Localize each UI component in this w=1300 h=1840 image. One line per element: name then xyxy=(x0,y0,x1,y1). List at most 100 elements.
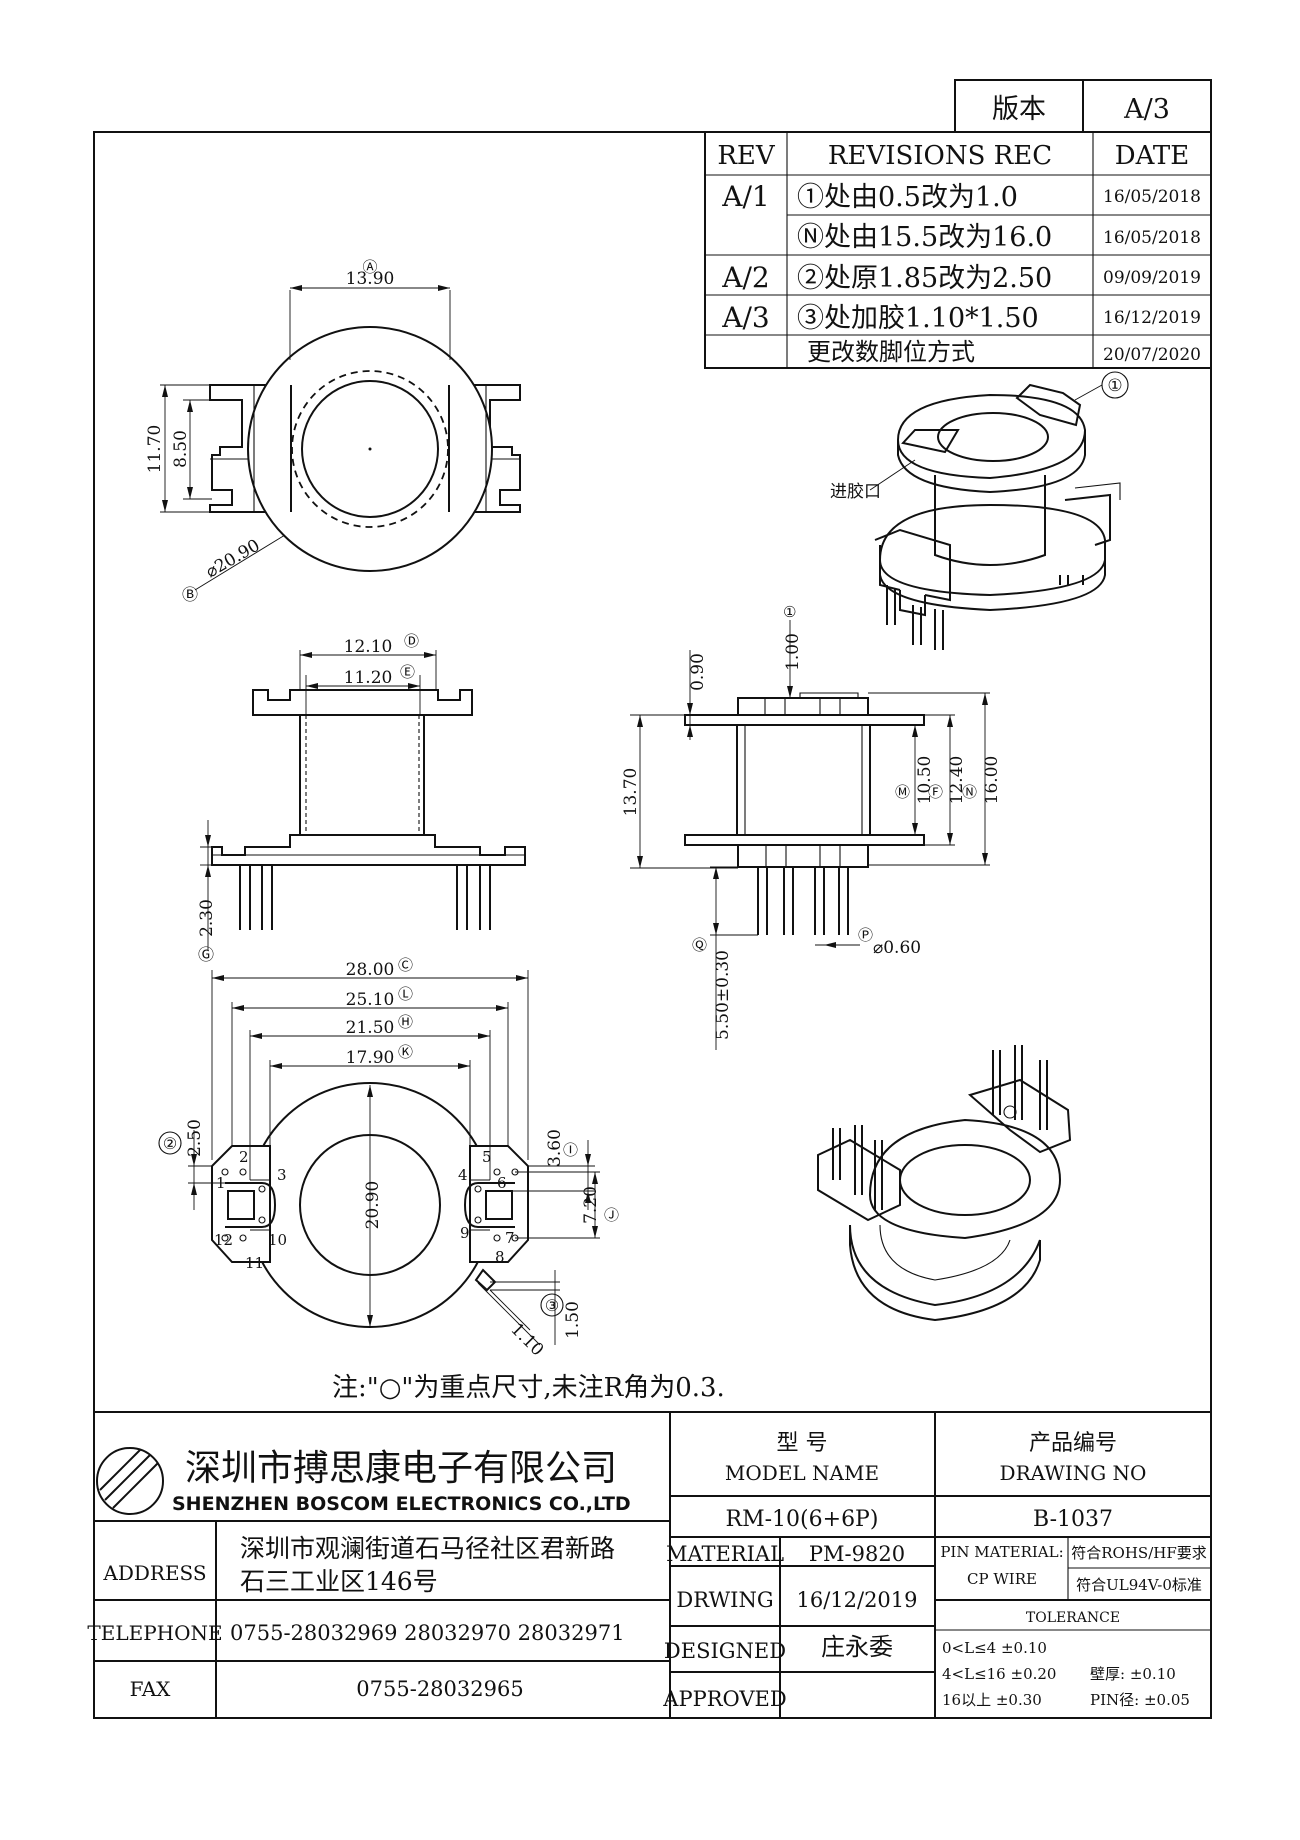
company-name-en: SHENZHEN BOSCOM ELECTRONICS CO.,LTD xyxy=(172,1493,631,1515)
callout-1: ① xyxy=(1107,376,1122,396)
pin-label: 12 xyxy=(214,1231,233,1249)
dim-center: 20.90 xyxy=(363,1181,383,1230)
iso-view-top: ① 进胶口 xyxy=(830,371,1129,650)
dim-g: 2.30 xyxy=(197,899,217,937)
pin-label: 8 xyxy=(495,1248,505,1266)
rev-text: Ⓝ处由15.5改为16.0 xyxy=(797,222,1052,253)
dim-i: 1.00 xyxy=(783,633,803,671)
rev-date: 16/05/2018 xyxy=(1103,187,1201,207)
dim-a: 13.90 xyxy=(346,269,395,289)
tag-m: Ⓜ xyxy=(895,783,910,801)
iso-view-bottom xyxy=(817,1045,1072,1322)
top-view: 13.90 Ⓐ 11.70 8.50 ⌀20.90 Ⓑ xyxy=(145,258,521,604)
version-box: 版本 A/3 xyxy=(954,79,1212,133)
drawing-note: 注:"○"为重点尺寸,未注R角为0.3. xyxy=(332,1373,725,1403)
tag-p: Ⓟ xyxy=(858,926,873,944)
telephone-value: 0755-28032969 28032970 28032971 xyxy=(230,1621,625,1645)
pin-material-label: PIN MATERIAL: xyxy=(940,1543,1063,1561)
tag-q: Ⓠ xyxy=(692,936,707,954)
address-label: ADDRESS xyxy=(102,1561,206,1585)
revisions-table: REV REVISIONS REC DATE A/1 ①处由0.5改为1.0 1… xyxy=(704,131,1212,369)
tag-l: Ⓛ xyxy=(398,985,413,1003)
dim-d: 12.10 xyxy=(344,637,393,657)
pin-material-value: CP WIRE xyxy=(967,1570,1037,1588)
pin-label: 4 xyxy=(458,1166,468,1184)
material-label: MATERIAL xyxy=(666,1542,784,1566)
tolerance-label: TOLERANCE xyxy=(1026,1610,1120,1626)
rev-text: 更改数脚位方式 xyxy=(807,338,975,366)
pin-label: 7 xyxy=(505,1229,515,1247)
model-cn-label: 型 号 xyxy=(777,1431,828,1456)
dim-c: 28.00 xyxy=(346,960,395,980)
tag-f: Ⓕ xyxy=(928,783,943,801)
pin-label: 3 xyxy=(277,1166,287,1184)
rohs-compliance: 符合ROHS/HF要求 xyxy=(1071,1544,1207,1562)
rev-text: ①处由0.5改为1.0 xyxy=(797,182,1018,213)
rev-date: 16/12/2019 xyxy=(1103,308,1201,328)
tag-n: Ⓝ xyxy=(962,783,977,801)
dim-total: 13.70 xyxy=(621,768,641,817)
company-name-cn: 深圳市搏思康电子有限公司 xyxy=(185,1448,617,1489)
company-logo xyxy=(96,1447,164,1515)
drwing-value: 16/12/2019 xyxy=(796,1588,917,1612)
fax-label: FAX xyxy=(130,1677,172,1701)
tag-g: Ⓖ xyxy=(198,945,214,964)
rev-text: ②处原1.85改为2.50 xyxy=(797,263,1052,294)
rec-header: REVISIONS REC xyxy=(828,141,1052,171)
tag-d: Ⓓ xyxy=(404,632,419,650)
rev-date: 20/07/2020 xyxy=(1103,345,1201,365)
side-view: 12.10 Ⓓ 11.20 Ⓔ 2.30 Ⓖ xyxy=(197,632,526,964)
dim-3a: 1.10 xyxy=(506,1319,547,1360)
dim-n: 16.00 xyxy=(982,756,1002,805)
bottom-view: 1 2 3 4 5 6 7 8 9 10 11 12 28.00 Ⓒ 25.10… xyxy=(158,956,619,1360)
glue-port-label: 进胶口 xyxy=(830,482,881,502)
pin-label: 6 xyxy=(497,1174,507,1192)
drawing-cn-label: 产品编号 xyxy=(1029,1431,1117,1456)
pin-label: 5 xyxy=(482,1148,492,1166)
material-value: PM-9820 xyxy=(809,1542,905,1566)
drawing-frame xyxy=(93,131,1212,1719)
dim-k: 17.90 xyxy=(346,1048,395,1068)
ul-compliance: 符合UL94V-0标准 xyxy=(1076,1576,1202,1594)
front-view: 1.00 ① 0.90 13.70 10.50 Ⓜ 12.40 Ⓕ 16.00 … xyxy=(621,603,1002,1050)
dim-2: 2.50 xyxy=(185,1119,205,1157)
tag-e: Ⓔ xyxy=(400,663,415,681)
dim-p: ⌀0.60 xyxy=(873,938,921,958)
dim-1: 3.60 xyxy=(545,1129,565,1167)
telephone-label: TELEPHONE xyxy=(87,1621,222,1645)
dim-height-inner: 8.50 xyxy=(171,430,191,468)
dim-height-outer: 11.70 xyxy=(145,425,165,474)
address-line2: 石三工业区146号 xyxy=(240,1567,438,1596)
pin-label: 10 xyxy=(268,1231,287,1249)
tag-2: ② xyxy=(163,1134,177,1153)
tag-j: Ⓙ xyxy=(604,1206,619,1224)
fax-value: 0755-28032965 xyxy=(356,1677,523,1701)
rev-date: 16/05/2018 xyxy=(1103,228,1201,248)
rev-cell: A/1 xyxy=(721,180,769,213)
wall-tolerance: 壁厚: ±0.10 xyxy=(1090,1665,1176,1683)
rev-cell: A/3 xyxy=(721,301,769,334)
pin-dia-tolerance: PIN径: ±0.05 xyxy=(1090,1691,1190,1709)
tag-b: Ⓑ xyxy=(182,585,198,604)
dim-m: 10.50 xyxy=(915,756,935,805)
model-label: MODEL NAME xyxy=(725,1461,879,1485)
tolerance-row1: 0<L≤4 ±0.10 xyxy=(942,1639,1047,1657)
tolerance-row3: 16以上 ±0.30 xyxy=(942,1691,1042,1709)
drwing-label: DRWING xyxy=(676,1588,773,1612)
title-block: 深圳市搏思康电子有限公司 SHENZHEN BOSCOM ELECTRONICS… xyxy=(87,1411,1211,1718)
dim-f: 12.40 xyxy=(947,756,967,805)
approved-label: APPROVED xyxy=(662,1687,786,1711)
dim-b: ⌀20.90 xyxy=(203,536,264,583)
date-header: DATE xyxy=(1115,141,1190,171)
tag-h: Ⓗ xyxy=(398,1013,413,1031)
tag-3: ③ xyxy=(545,1296,559,1315)
designed-value: 庄永委 xyxy=(821,1633,893,1661)
rev-date: 09/09/2019 xyxy=(1103,268,1201,288)
dim-3b: 1.50 xyxy=(563,1301,583,1339)
dim-top-flange: 0.90 xyxy=(688,653,708,691)
model-value: RM-10(6+6P) xyxy=(726,1507,879,1532)
tag-k: Ⓚ xyxy=(398,1043,413,1061)
pin-label: 11 xyxy=(245,1254,264,1272)
version-label: 版本 xyxy=(992,94,1046,125)
